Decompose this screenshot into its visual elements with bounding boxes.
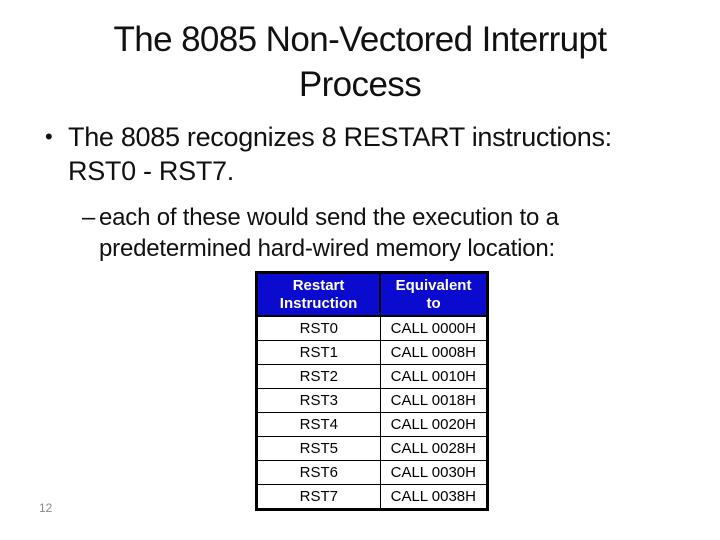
call-cell: CALL 0028H: [379, 436, 489, 461]
rst-cell: RST3: [256, 388, 381, 413]
table-row: RST3 CALL 0018H: [256, 388, 489, 413]
rst-cell: RST2: [256, 364, 381, 389]
call-cell: CALL 0018H: [379, 388, 489, 413]
call-cell: CALL 0010H: [379, 364, 489, 389]
rst-cell: RST1: [256, 340, 381, 365]
bullet-text: The 8085 recognizes 8 RESTART instructio…: [68, 122, 612, 186]
table-row: RST7 CALL 0038H: [256, 484, 489, 510]
call-cell: CALL 0038H: [379, 484, 489, 510]
rst-cell: RST4: [256, 412, 381, 437]
page-number: 12: [39, 501, 53, 515]
call-cell: CALL 0030H: [379, 460, 489, 485]
table-header-row: Restart Instruction Equivalent to: [255, 271, 489, 317]
bullet-marker: •: [45, 124, 53, 149]
table-header-restart-instruction: Restart Instruction: [255, 271, 382, 317]
restart-instruction-table: Restart Instruction Equivalent to RST0 C…: [255, 271, 489, 511]
bullet-item-restart-instructions: • The 8085 recognizes 8 RESTART instruct…: [45, 120, 685, 188]
table-row: RST2 CALL 0010H: [256, 364, 489, 389]
dash-marker: –: [82, 204, 96, 231]
table-row: RST4 CALL 0020H: [256, 412, 489, 437]
call-cell: CALL 0000H: [379, 315, 489, 341]
rst-cell: RST7: [256, 484, 381, 510]
rst-cell: RST0: [256, 315, 381, 341]
slide-title: The 8085 Non-Vectored Interrupt Process: [113, 20, 607, 104]
sub-bullet-text: each of these would send the execution t…: [99, 204, 559, 262]
table-row: RST5 CALL 0028H: [256, 436, 489, 461]
table-row: RST6 CALL 0030H: [256, 460, 489, 485]
table-row: RST1 CALL 0008H: [256, 340, 489, 365]
table-header-equivalent-to: Equivalent to: [379, 271, 489, 317]
call-cell: CALL 0008H: [379, 340, 489, 365]
table-row: RST0 CALL 0000H: [256, 315, 489, 341]
call-cell: CALL 0020H: [379, 412, 489, 437]
rst-cell: RST6: [256, 460, 381, 485]
rst-cell: RST5: [256, 436, 381, 461]
bullet-item-memory-location: – each of these would send the execution…: [82, 202, 662, 264]
